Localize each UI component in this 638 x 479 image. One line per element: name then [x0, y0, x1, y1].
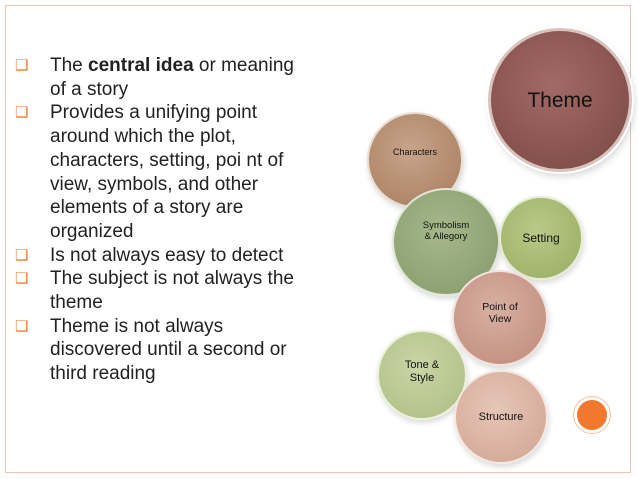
bullet-item: ❑ The central idea or meaning of a story: [14, 54, 314, 101]
bullet-text-pre: The: [50, 55, 89, 76]
bullet-text: Theme is not always discovered until a s…: [50, 315, 287, 385]
structure-label: Structure: [478, 411, 524, 423]
slide-frame: [5, 5, 631, 473]
bullet-marker-icon: ❑: [15, 104, 29, 122]
bullet-item: ❑ Theme is not always discovered until a…: [14, 315, 314, 386]
setting-circle: Setting: [499, 196, 583, 280]
bullet-item: ❑ Provides a unifying point around which…: [14, 101, 314, 243]
tone-label-line1: Tone &: [404, 359, 440, 371]
bullet-marker-icon: ❑: [15, 57, 29, 74]
bullet-list: ❑ The central idea or meaning of a story…: [14, 54, 314, 386]
bullet-text-bold: central idea: [88, 55, 194, 76]
theme-label: Theme: [527, 89, 593, 112]
symbolism-label-line2: & Allegory: [424, 231, 468, 242]
bullet-marker-icon: ❑: [15, 270, 29, 288]
tone-label-line2: Style: [409, 372, 435, 384]
bullet-text: Is not always easy to detect: [50, 244, 284, 266]
bullet-text-post: or meaning of a story: [50, 55, 294, 100]
setting-label: Setting: [522, 231, 560, 245]
bullet-marker-icon: ❑: [15, 246, 29, 264]
structure-circle: Structure: [454, 370, 548, 464]
accent-dot: [574, 397, 610, 433]
bullet-item: ❑ The subject is not always the theme: [14, 267, 314, 314]
symbolism-label-line1: Symbolism: [422, 220, 470, 231]
point-of-view-circle: Point of View: [452, 270, 548, 366]
characters-label: Characters: [392, 147, 437, 157]
pov-label-line1: Point of: [482, 301, 518, 313]
tone-style-circle: Tone & Style: [377, 330, 467, 420]
bullet-item: ❑ Is not always easy to detect: [14, 244, 314, 268]
bullet-text: The subject is not always the theme: [50, 268, 294, 314]
bullet-text: Provides a unifying point around which t…: [50, 102, 284, 242]
pov-label-line2: View: [488, 313, 512, 325]
bullet-marker-icon: ❑: [15, 317, 29, 335]
theme-circle: Theme: [488, 28, 632, 172]
